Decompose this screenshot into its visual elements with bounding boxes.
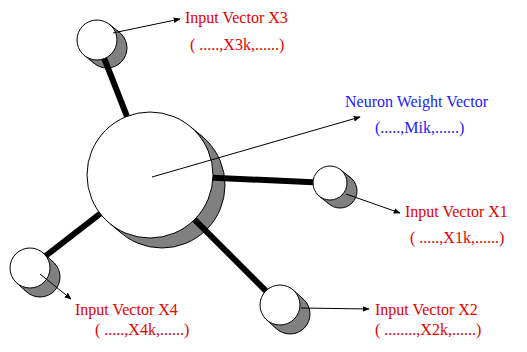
- cylinder-face: [77, 20, 117, 60]
- vector-components: ( .....,X4k,......): [95, 321, 189, 339]
- vector-components: ( .....,X3k,......): [190, 36, 284, 54]
- leader-arrow: [346, 194, 400, 213]
- weight-link: [46, 214, 100, 256]
- cylinder-shape: [87, 112, 213, 238]
- cylinder-shape: [77, 20, 117, 60]
- weight-link: [213, 178, 313, 182]
- cylinder-shape: [313, 166, 347, 200]
- vector-name: Input Vector X2: [375, 301, 478, 319]
- weight-link: [195, 220, 266, 291]
- input-cylinder: Input Vector X4( .....,X4k,......): [10, 248, 50, 288]
- vector-name: Input Vector X1: [405, 203, 508, 221]
- vector-name: Input Vector X4: [75, 301, 178, 319]
- cylinder-shape: [10, 248, 50, 288]
- input-cylinder: Input Vector X1( .....,X1k,......): [313, 166, 347, 200]
- vector-components: ( .....,X1k,......): [410, 229, 504, 247]
- leader-arrow: [113, 19, 180, 33]
- input-cylinder: Input Vector X3( .....,X3k,......): [77, 20, 117, 60]
- weight-link: [104, 59, 127, 117]
- cylinder-shape: [260, 285, 300, 325]
- leader-arrow: [40, 274, 71, 299]
- vector-components: (.....,Mik,......): [375, 119, 464, 137]
- neuron-circle: Neuron Weight Vector(.....,Mik,......): [87, 112, 213, 238]
- cylinder-face: [260, 285, 300, 325]
- cylinder-face: [10, 248, 50, 288]
- leader-arrow: [152, 117, 360, 177]
- cylinder-face: [313, 166, 347, 200]
- vector-components: ( ........,X2k,......): [375, 321, 481, 339]
- vector-name: Neuron Weight Vector: [345, 93, 488, 111]
- leader-arrow: [301, 308, 369, 309]
- vector-name: Input Vector X3: [185, 9, 288, 27]
- input-cylinder: Input Vector X2( ........,X2k,......): [260, 285, 300, 325]
- cylinder-face: [87, 112, 213, 238]
